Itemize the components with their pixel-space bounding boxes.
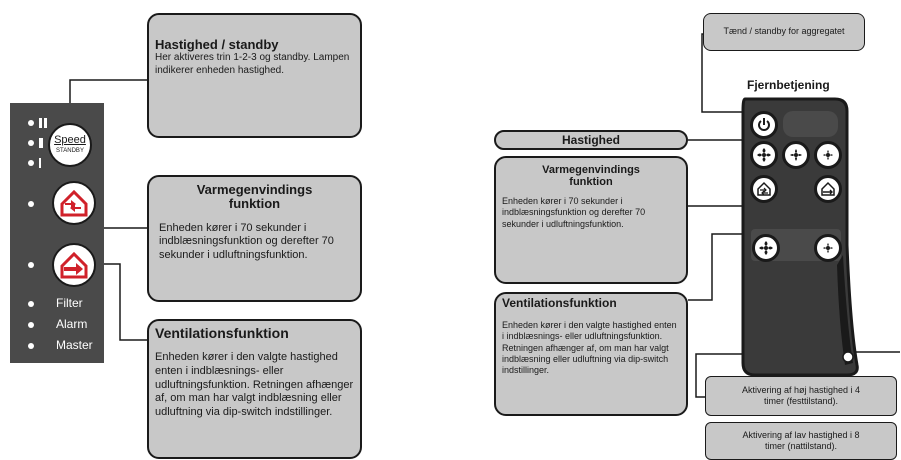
remote-heat-recovery-title: Varmegenvindings funktion [542, 164, 640, 189]
filter-label: Filter [56, 296, 83, 310]
heat-recovery-title: Varmegenvindings funktion [196, 182, 313, 212]
master-led [28, 343, 34, 349]
speed-low-button[interactable] [814, 141, 842, 169]
remote-ventilation-title: Ventilationsfunktion [502, 296, 617, 310]
remote-control-body [741, 97, 859, 377]
speed-bar-3b [44, 118, 47, 128]
speed-high-button[interactable] [750, 141, 778, 169]
standby-label: STANDBY [56, 148, 84, 154]
control-panel: Speed STANDBY Filter Alarm Master [10, 103, 104, 363]
remote-heat-recovery-text: Enheden kører i 70 sekunder i indblæsnin… [502, 196, 646, 229]
night-mode-text: Aktivering af lav hastighed i 8 timer (n… [742, 429, 860, 451]
remote-heat-recovery-button[interactable] [750, 175, 778, 203]
ventilation-text: Enheden kører i den valgte hastighed ent… [155, 351, 354, 418]
recovery-led [28, 201, 34, 207]
power-icon [758, 118, 770, 131]
filter-led [28, 301, 34, 307]
speed-standby-callout: Hastighed / standby Her aktiveres trin 1… [147, 13, 362, 138]
speed-led-3 [28, 120, 34, 126]
house-arrow-icon [821, 181, 835, 196]
house-arrows-icon [757, 181, 771, 196]
fan-large-icon [757, 148, 771, 162]
party-mode-callout: Aktivering af høj hastighed i 4 timer (f… [705, 376, 897, 416]
night-mode-callout: Aktivering af lav hastighed i 8 timer (n… [705, 422, 897, 460]
fan-night-icon [823, 243, 833, 253]
alarm-led [28, 322, 34, 328]
remote-heat-recovery-callout: Varmegenvindings funktion Enheden kører … [494, 156, 688, 284]
heat-recovery-text: Enheden kører i 70 sekunder i indblæsnin… [159, 221, 334, 262]
speed-led-1 [28, 160, 34, 166]
speed-standby-text: Her aktiveres trin 1-2-3 og standby. Lam… [155, 52, 350, 76]
ventilation-callout: Ventilationsfunktion Enheden kører i den… [147, 319, 362, 459]
remote-ventilation-callout: Ventilationsfunktion Enheden kører i den… [494, 292, 688, 416]
standby-callout: Tænd / standby for aggregatet [703, 13, 865, 51]
ventilation-button[interactable] [52, 243, 96, 287]
remote-title: Fjernbetjening [747, 78, 830, 92]
speed-bar-3a [39, 118, 42, 128]
master-label: Master [56, 338, 93, 352]
fan-medium-icon [790, 149, 802, 161]
remote-ventilation-text: Enheden kører i den valgte hastighed ent… [502, 320, 677, 375]
speed-medium-button[interactable] [782, 141, 810, 169]
house-arrow-icon [60, 251, 88, 279]
alarm-label: Alarm [56, 317, 88, 331]
speed-bar-1 [39, 158, 41, 168]
speed-standby-title: Hastighed / standby [155, 37, 279, 52]
ventilation-led [28, 262, 34, 268]
house-arrows-icon [60, 189, 88, 217]
party-mode-text: Aktivering af høj hastighed i 4 timer (f… [741, 384, 861, 406]
power-button[interactable] [750, 111, 778, 139]
heat-recovery-callout: Varmegenvindings funktion Enheden kører … [147, 175, 362, 302]
speed-bar-2 [39, 138, 43, 148]
party-mode-button[interactable] [752, 234, 780, 262]
speed-callout: Hastighed [494, 130, 688, 150]
speed-standby-button[interactable]: Speed STANDBY [48, 123, 92, 167]
standby-callout-text: Tænd / standby for aggregatet [723, 26, 845, 37]
night-mode-button[interactable] [814, 234, 842, 262]
fan-small-icon [823, 150, 833, 160]
fan-party-icon [759, 241, 773, 255]
speed-led-2 [28, 140, 34, 146]
ventilation-title: Ventilationsfunktion [155, 325, 289, 341]
remote-ventilation-button[interactable] [814, 175, 842, 203]
heat-recovery-button[interactable] [52, 181, 96, 225]
speed-label: Speed [54, 134, 86, 146]
speed-callout-label: Hastighed [561, 133, 620, 147]
